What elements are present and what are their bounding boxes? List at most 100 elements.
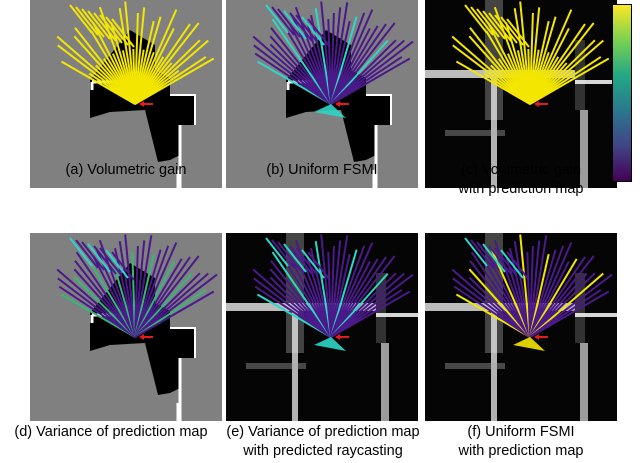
sensor-ray [500, 16, 524, 46]
sensor-ray [134, 22, 200, 105]
sensor-ray [87, 10, 111, 40]
sensor-ray [330, 235, 349, 338]
sensor-ray [93, 245, 117, 275]
panel-c-image [425, 0, 617, 188]
caption-b-line1: (b) Uniform FSMI [266, 162, 378, 178]
sensor-ray [330, 39, 405, 105]
caption-f-line2: with prediction map [458, 443, 584, 459]
panel-e-image [226, 233, 418, 421]
predicted-wall [580, 343, 588, 421]
sensor-ray [265, 4, 289, 34]
sensor-ray [252, 35, 332, 105]
sensor-ray [513, 8, 531, 105]
sensor-ray [330, 57, 411, 105]
sensor-ray [134, 273, 218, 338]
sensor-ray [134, 9, 178, 105]
sensor-ray [74, 260, 136, 338]
sensor-ray [134, 235, 153, 338]
predicted-wall [580, 110, 588, 188]
predicted-wall [575, 80, 617, 84]
predicted-wall [381, 343, 389, 421]
sensor-ray [271, 251, 332, 338]
sensor-ray [118, 241, 136, 338]
sensor-ray [124, 1, 136, 105]
caption-c-line2: with prediction map [458, 181, 584, 197]
sensor-ray [452, 277, 531, 338]
sensor-ray [87, 243, 111, 273]
predicted-wall [491, 311, 497, 421]
sensor-ray [529, 256, 586, 338]
sensor-ray [330, 245, 366, 338]
robot-arrow-head [534, 334, 539, 340]
caption-c: (c) Volumetric gain with prediction map [425, 161, 617, 199]
panel-e-map [226, 233, 418, 421]
sensor-ray [330, 22, 396, 105]
sensor-ray [270, 260, 332, 338]
sensor-ray [81, 8, 105, 38]
sensor-ray [470, 239, 494, 269]
sensor-ray [295, 247, 319, 277]
sensor-ray [494, 14, 518, 44]
sensor-ray [529, 23, 586, 105]
sensor-ray [320, 234, 332, 338]
sensor-ray [529, 290, 610, 338]
panel-f-image [425, 233, 617, 421]
caption-a-line1: (a) Volumetric gain [65, 162, 187, 178]
sensor-ray [500, 249, 524, 279]
caption-e-line1: (e) Variance of prediction map [226, 424, 420, 440]
sensor-ray [105, 249, 129, 279]
sensor-ray [99, 14, 123, 44]
sensor-ray [134, 242, 178, 338]
sensor-ray [289, 245, 313, 275]
sensor-ray [75, 251, 136, 338]
sensor-ray [134, 23, 191, 105]
sensor-ray [314, 241, 332, 338]
sensor-ray [482, 10, 506, 40]
sensor-ray [56, 268, 136, 338]
caption-e: (e) Variance of prediction map with pred… [210, 423, 436, 461]
sensor-ray [105, 16, 129, 46]
robot-arrow-head [534, 101, 539, 107]
caption-d: (d) Variance of prediction map [0, 423, 222, 442]
sensor-ray [111, 251, 135, 281]
sensor-ray [529, 22, 595, 105]
sensor-ray [75, 6, 99, 36]
sensor-ray [111, 18, 135, 48]
sensor-ray [253, 44, 332, 105]
wall [170, 94, 196, 125]
sensor-ray [134, 255, 200, 338]
predicted-structure [445, 363, 505, 369]
sensor-ray [74, 27, 136, 105]
sensor-ray [488, 245, 512, 275]
sensor-ray [519, 1, 531, 105]
sensor-ray [271, 6, 295, 36]
sensor-ray [134, 57, 215, 105]
sensor-ray [283, 10, 307, 40]
sensor-ray [271, 18, 332, 105]
sensor-ray [124, 234, 136, 338]
sensor-ray [452, 44, 531, 105]
sensor-ray [529, 235, 548, 338]
sensor-ray [330, 12, 366, 105]
sensor-ray [253, 277, 332, 338]
predicted-wall [575, 313, 617, 317]
high-gain-region [513, 337, 545, 351]
sensor-ray [283, 243, 307, 273]
sensor-ray [469, 27, 531, 105]
sensor-ray [488, 12, 512, 42]
sensor-ray [307, 18, 331, 48]
sensor-ray [330, 2, 349, 105]
sensor-ray [464, 4, 488, 34]
sensor-ray [271, 239, 295, 269]
robot-arrow-head [335, 334, 340, 340]
predicted-wall [376, 313, 418, 317]
sensor-ray [451, 268, 531, 338]
colorbar [612, 4, 632, 182]
sensor-ray [529, 39, 604, 105]
sensor-ray [134, 245, 170, 338]
panel-a-image [30, 0, 222, 188]
caption-f-line1: (f) Uniform FSMI [467, 424, 575, 440]
sensor-ray [330, 272, 405, 338]
sensor-ray [134, 272, 209, 338]
wall [372, 125, 378, 188]
